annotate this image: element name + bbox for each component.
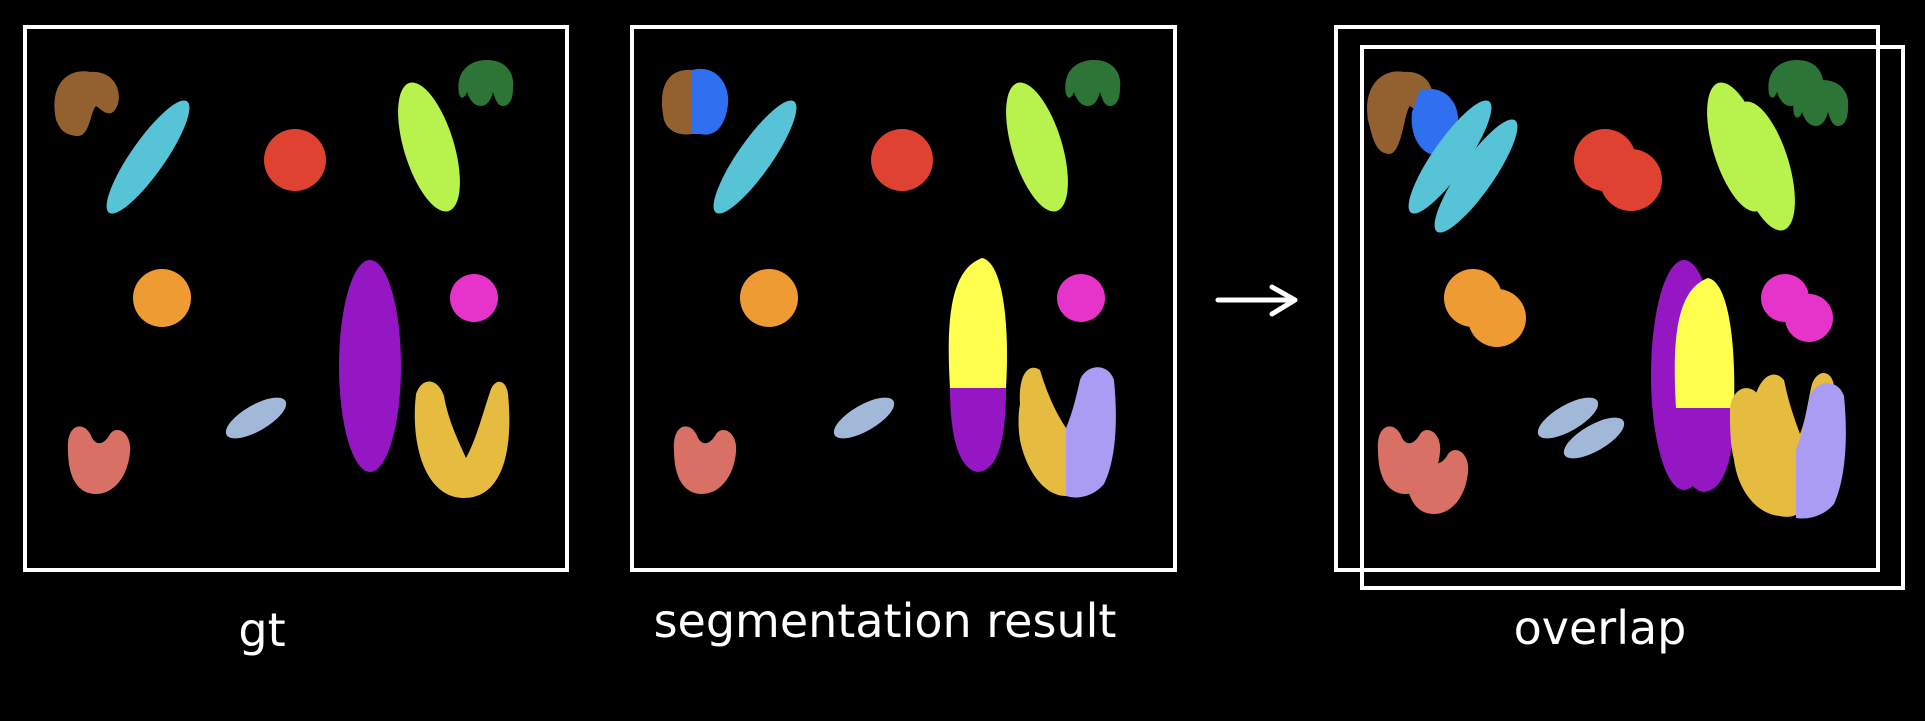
gt-lime-segment <box>398 82 460 212</box>
overlap-orange-segment-2 <box>1468 289 1526 347</box>
overlap-back-frame <box>1334 25 1880 572</box>
segmentation-frame <box>630 25 1177 572</box>
segmentation-panel <box>630 25 1177 572</box>
overlap-gold-segment <box>1730 388 1782 516</box>
gt-caption: gt <box>238 603 285 657</box>
gt-purple-segment <box>339 260 401 472</box>
gt-brown-segment <box>54 71 119 137</box>
overlap-red-segment-2 <box>1600 149 1662 211</box>
seg-orange-segment <box>740 269 798 327</box>
seg-blue-segment <box>692 68 729 135</box>
gt-light-blue-segment <box>225 397 287 439</box>
gt-salmon-segment <box>67 426 131 494</box>
gt-dark-green-segment <box>458 60 514 106</box>
overlap-front-frame <box>1360 45 1905 590</box>
seg-gold-segment <box>1018 367 1068 496</box>
segmentation-caption: segmentation result <box>654 594 1117 648</box>
seg-red-segment <box>871 129 933 191</box>
gt-orange-segment <box>133 269 191 327</box>
overlap-brown-segment <box>1367 71 1433 155</box>
seg-salmon-segment <box>673 426 737 494</box>
seg-brown-segment <box>661 69 692 135</box>
seg-yellow-segment <box>948 258 1007 388</box>
overlap-cyan-segment <box>1408 100 1492 214</box>
overlap-light-blue-segment <box>1537 397 1599 439</box>
seg-light-blue-segment <box>833 397 895 439</box>
captions: gt segmentation result overlap <box>238 594 1686 657</box>
overlap-yellow-segment <box>1674 278 1735 408</box>
seg-magenta-segment <box>1057 274 1105 322</box>
overlap-magenta-segment-2 <box>1785 294 1833 342</box>
seg-lime-segment <box>1006 82 1068 212</box>
seg-lavender-segment <box>1066 367 1116 498</box>
seg-purple-segment <box>950 388 1006 472</box>
right-arrow-icon <box>1215 284 1298 317</box>
overlap-cyan-segment-2 <box>1434 119 1518 233</box>
overlap-lime-segment-2 <box>1733 101 1795 231</box>
seg-cyan-segment <box>713 100 797 214</box>
overlap-light-blue-segment-2 <box>1563 417 1625 459</box>
gt-magenta-segment <box>450 274 498 322</box>
gt-frame <box>23 25 569 572</box>
overlap-panel <box>1334 25 1905 590</box>
gt-cyan-segment <box>106 100 190 214</box>
overlap-purple-lower-segment <box>1676 408 1734 492</box>
seg-dark-green-segment <box>1065 60 1121 106</box>
overlap-caption: overlap <box>1514 601 1687 655</box>
gt-gold-segment <box>414 381 510 498</box>
arrow <box>1215 284 1298 317</box>
overlap-lavender-segment <box>1796 383 1846 519</box>
gt-red-segment <box>264 129 326 191</box>
gt-panel <box>23 25 569 572</box>
